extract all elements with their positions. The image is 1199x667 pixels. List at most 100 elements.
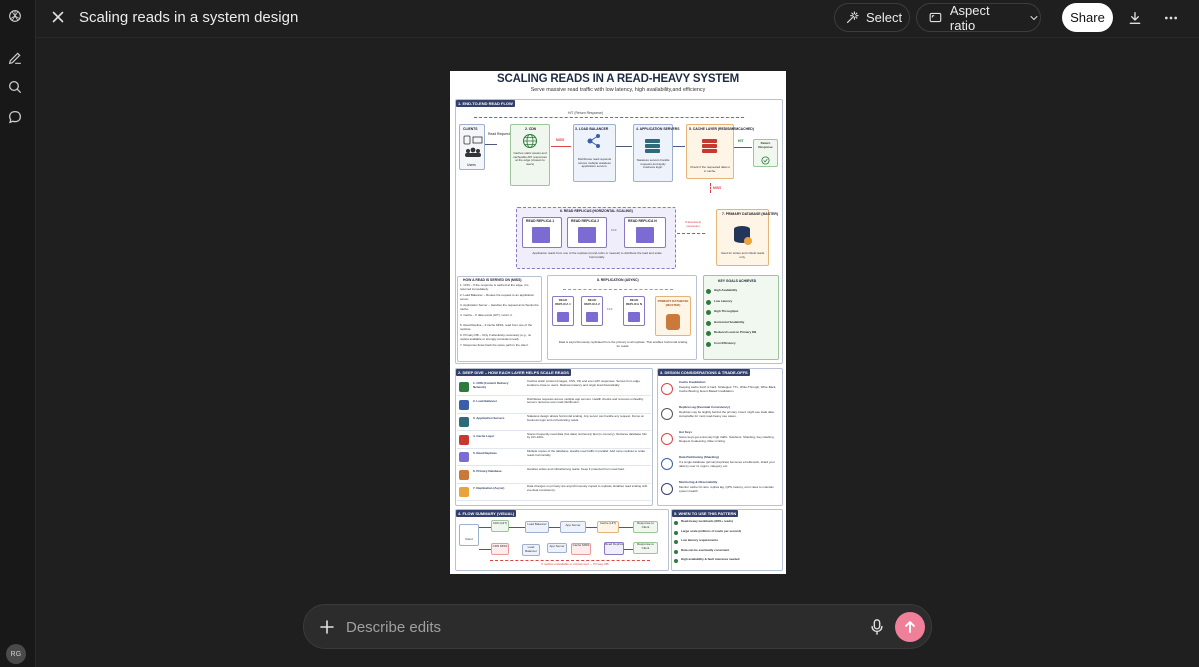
cache-icon (702, 149, 717, 153)
consideration-row: Replica Lag (Eventual Consistency)Replic… (659, 404, 781, 428)
clients-box (459, 124, 485, 170)
check-icon (706, 299, 711, 305)
aspect-ratio-label: Aspect ratio (949, 2, 990, 33)
how-step: 1. CDN – If the response is cached at th… (460, 283, 529, 291)
consideration-desc: Some keys get extremely high traffic. So… (679, 435, 775, 443)
check-icon (674, 521, 678, 525)
layer-desc: Stateless design allows horizontal scali… (527, 414, 645, 422)
layer-row: 3. Application Servers Stateless design a… (457, 414, 651, 431)
close-icon[interactable] (48, 7, 68, 27)
check-icon (761, 156, 770, 165)
section-header: 2. DEEP DIVE – HOW EACH LAYER HELPS SCAL… (456, 369, 571, 376)
goal-label: Reduced Load on Primary DB (714, 330, 757, 334)
consideration-name: Data Partitioning (Sharding) (679, 455, 719, 459)
flow-cdn-miss-box (491, 543, 509, 555)
hit-label: HIT (Return Response) (568, 111, 603, 115)
database-icon (532, 227, 550, 243)
flow-fallback-line (490, 560, 650, 561)
layer-desc: Data changes on primary are asynchronous… (527, 484, 648, 492)
download-icon[interactable] (1124, 7, 1146, 29)
microphone-icon[interactable] (866, 616, 888, 638)
flow-replica-label: Read Replica (605, 542, 624, 546)
client-box (459, 524, 479, 546)
flow-app-label-2: App Server (549, 544, 565, 548)
consideration-icon (661, 383, 673, 395)
consideration-desc: Keeping cache fresh is hard. Strategies:… (679, 385, 777, 393)
cache-desc: Check if the requested data is in cache. (690, 165, 730, 173)
add-attachment-icon[interactable] (316, 616, 338, 638)
layer-desc: Multiple copies of the database. Handle … (527, 449, 646, 457)
consideration-name: Hot Keys (679, 430, 693, 434)
flow-cache-miss-label: Cache MISS (572, 543, 590, 547)
database-icon (636, 227, 654, 243)
layer-desc: Handles writes and critical/strong reads… (527, 466, 625, 471)
layer-name: 3. Application Servers (473, 416, 505, 420)
check-icon (706, 320, 711, 326)
layer-name: 7. Replication (Async) (473, 486, 505, 490)
goal-label: Horizontal Scalability (714, 319, 745, 324)
goal-item: Cost Efficiency (706, 341, 776, 350)
check-icon (706, 331, 711, 336)
miss-label: MISS (556, 138, 565, 142)
how-served-title: HOW A READ IS SERVED ON (MISS) (463, 278, 522, 282)
flow-replica-box (604, 542, 624, 555)
chat-bubble-icon[interactable] (4, 106, 26, 128)
goal-label: High Availability (714, 288, 738, 292)
layer-icon (459, 452, 469, 462)
database-icon (557, 312, 569, 322)
cache-icon (702, 139, 717, 143)
check-icon (674, 559, 678, 563)
check-icon (674, 530, 678, 535)
when-label: Data can be eventually consistent (681, 547, 730, 552)
aspect-ratio-icon (929, 12, 942, 23)
layer-icon (459, 469, 469, 480)
send-button[interactable] (895, 612, 925, 642)
globe-icon (523, 134, 537, 148)
layer-icon (459, 399, 469, 410)
flow-arrow (485, 144, 497, 145)
openai-logo-icon[interactable] (4, 5, 26, 27)
when-item: Low latency requirements (674, 538, 780, 548)
layer-icon (459, 382, 469, 392)
top-bar: Scaling reads in a system design Select … (36, 0, 1199, 38)
share-button[interactable]: Share (1062, 3, 1113, 32)
primary-mini-label: PRIMARY DATABASE (MASTER) (657, 299, 689, 307)
infographic-subtitle: Serve massive read traffic with low late… (530, 87, 706, 93)
load-balancer-desc: Distributes read requests across multipl… (577, 157, 612, 169)
read-replicas-label: 6. READ REPLICAS (HORIZONTAL SCALING) (560, 209, 633, 213)
describe-edits-input[interactable] (346, 616, 856, 638)
goal-item: Horizontal Scalability (706, 320, 776, 329)
more-options-icon[interactable] (1160, 7, 1182, 29)
layer-icon (459, 434, 469, 445)
consideration-icon (661, 408, 673, 420)
section-header: 3. DESIGN CONSIDERATIONS & TRADE-OFFS (658, 369, 750, 376)
layer-icon (459, 487, 469, 497)
server-icon (645, 144, 660, 148)
layer-desc: Distributes requests across multiple app… (527, 396, 644, 405)
if-necessary-label: If absolutely necessary (684, 220, 701, 228)
load-balancer-icon (587, 134, 600, 148)
when-item: High availability & fault tolerance need… (674, 557, 780, 567)
consideration-name: Cache Invalidation (679, 380, 706, 384)
new-chat-icon[interactable] (4, 47, 26, 69)
consideration-icon (661, 433, 673, 445)
consideration-row: Data Partitioning (Sharding)If a single … (659, 454, 781, 478)
load-balancer-label: 3. LOAD BALANCER (575, 127, 609, 131)
cdn-desc: Caches static assets and cacheable API r… (513, 151, 547, 167)
aspect-ratio-button[interactable]: Aspect ratio (916, 2, 1041, 33)
generated-image[interactable]: SCALING READS IN A READ-HEAVY SYSTEM Ser… (450, 71, 786, 574)
when-label: Large scale (millions of reads per secon… (681, 528, 742, 533)
chevron-down-icon (1030, 15, 1038, 20)
search-icon[interactable] (4, 76, 26, 98)
fallback-line (677, 233, 705, 234)
primary-db-desc: Used for writes and critical reads only. (720, 251, 765, 259)
select-button[interactable]: Select (834, 3, 910, 32)
database-icon (578, 227, 596, 243)
flow-lb-label: Load Balancer (527, 522, 547, 526)
layer-desc: Stores frequently read data (hot data). … (527, 431, 647, 440)
miss-down-line (710, 183, 711, 193)
avatar[interactable]: RG (6, 644, 26, 664)
